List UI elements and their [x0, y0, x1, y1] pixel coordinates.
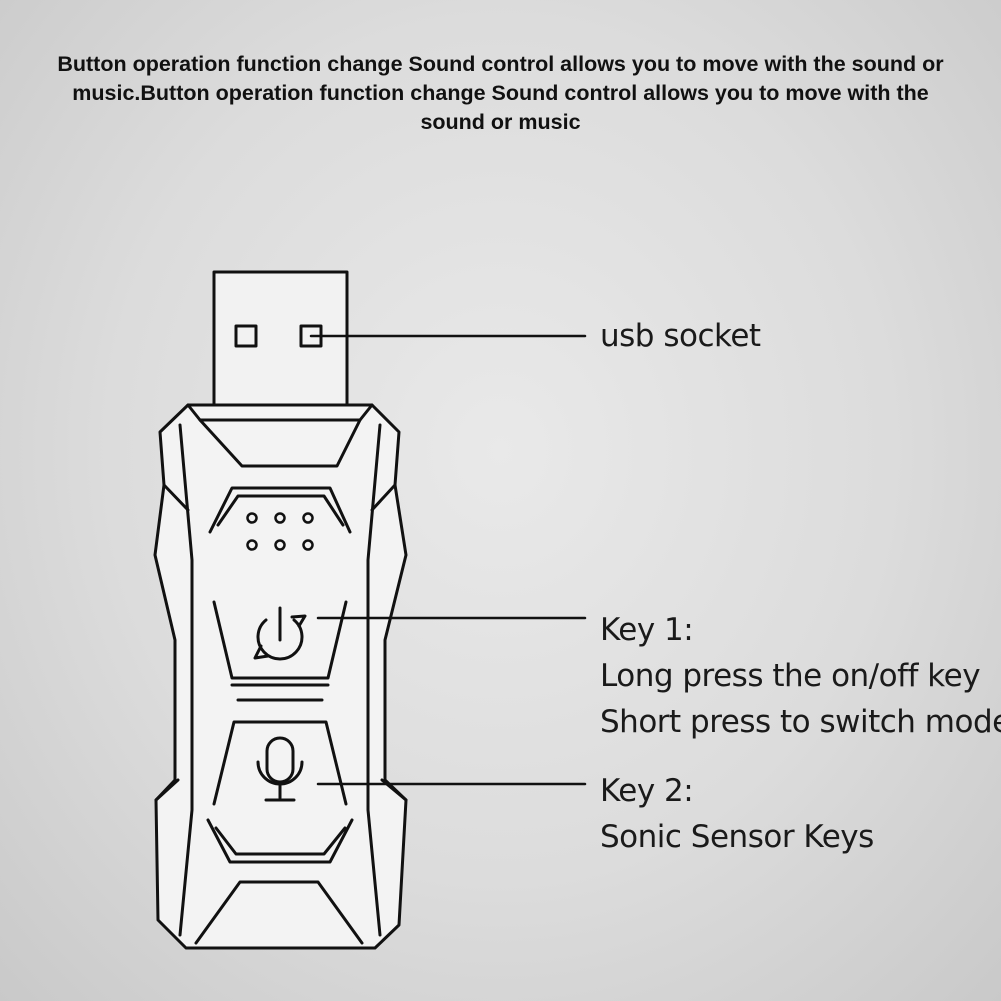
header-description: Button operation function change Sound c… [57, 52, 944, 134]
key2-button [212, 720, 348, 806]
usb-socket-label: usb socket [600, 318, 761, 354]
key2-line1: Sonic Sensor Keys [600, 819, 874, 855]
callout-usb-socket: usb socket [600, 318, 761, 354]
speaker-holes-icon [246, 512, 314, 551]
key1-line1: Long press the on/off key [600, 658, 981, 694]
key2-title: Key 2: [600, 773, 694, 809]
usb-plug [212, 270, 349, 408]
key1-title: Key 1: [600, 612, 694, 648]
callout-key2: Key 2: Sonic Sensor Keys [600, 768, 874, 860]
microphone-icon [256, 736, 304, 802]
key1-button [212, 600, 348, 702]
callout-key1: Key 1: Long press the on/off key Short p… [600, 607, 1001, 745]
key1-line2: Short press to switch mode [600, 704, 1001, 740]
power-cycle-icon [253, 606, 307, 661]
leader-lines [309, 334, 587, 786]
